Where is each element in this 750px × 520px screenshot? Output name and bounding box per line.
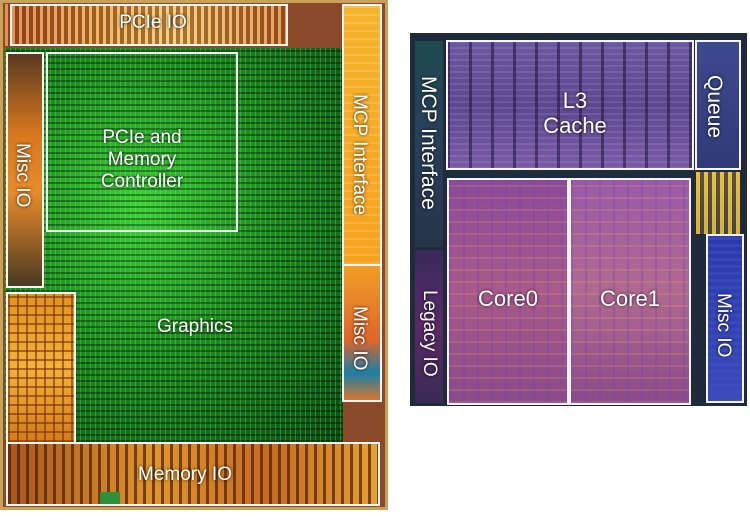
mcp-interface-right-region xyxy=(415,41,443,247)
mcp-interface-region xyxy=(344,4,382,264)
l3-cache-outline xyxy=(446,40,694,170)
mcp-interface-right-label: MCP Interface xyxy=(417,75,441,210)
core0-label: Core0 xyxy=(478,286,538,311)
pcie-io-outline xyxy=(10,4,288,46)
misc-io-right-outline xyxy=(342,264,382,402)
l3-cache-line-2: Cache xyxy=(543,113,607,139)
misc-io-left-outline xyxy=(6,52,44,288)
misc-io-right-die-outline xyxy=(706,234,744,403)
l3-cache-line-1: L3 xyxy=(562,88,588,113)
pcie-io-region xyxy=(5,4,287,46)
queue-region xyxy=(696,41,740,169)
memory-phy-outline xyxy=(6,292,76,444)
uncore-logic-region xyxy=(696,172,740,234)
legacy-io-region xyxy=(415,250,443,403)
memory-io-label: Memory IO xyxy=(138,464,232,485)
pcie-memory-controller-line-2: Memory xyxy=(107,148,177,170)
core1-label: Core1 xyxy=(600,286,660,311)
graphics-label: Graphics xyxy=(156,316,234,337)
misc-io-left-label: Misc IO xyxy=(11,142,33,208)
queue-label: Queue xyxy=(703,75,727,139)
legacy-io-label: Legacy IO xyxy=(418,289,440,377)
memory-io-green-block xyxy=(100,492,120,506)
pcie-memory-controller-label: PCIe and Memory Controller xyxy=(62,127,222,193)
memory-io-region xyxy=(8,444,378,504)
core0-region xyxy=(449,180,567,403)
pcie-memory-controller-line-3: Controller xyxy=(100,170,184,192)
memory-io-outline xyxy=(6,442,380,506)
queue-outline xyxy=(695,40,741,170)
l3-cache-region xyxy=(447,41,693,169)
pcie-memory-controller-line-1: PCIe and xyxy=(102,127,182,148)
mcp-interface-left-label: MCP Interface xyxy=(348,94,370,216)
memory-phy-region xyxy=(8,292,74,442)
pcie-memory-controller-outline xyxy=(46,52,238,232)
misc-io-right-label: Misc IO xyxy=(348,305,370,371)
l3-cache-label: L3 Cache xyxy=(520,88,630,139)
core0-outline xyxy=(447,178,569,405)
misc-io-left-region xyxy=(8,54,43,286)
pcie-io-label: PCIe IO xyxy=(119,12,187,33)
misc-io-right-die-label: Misc IO xyxy=(712,292,734,358)
core1-region xyxy=(571,180,689,403)
core1-outline xyxy=(569,178,691,405)
misc-io-right-region xyxy=(344,266,382,400)
misc-io-right-die-region xyxy=(708,236,742,401)
